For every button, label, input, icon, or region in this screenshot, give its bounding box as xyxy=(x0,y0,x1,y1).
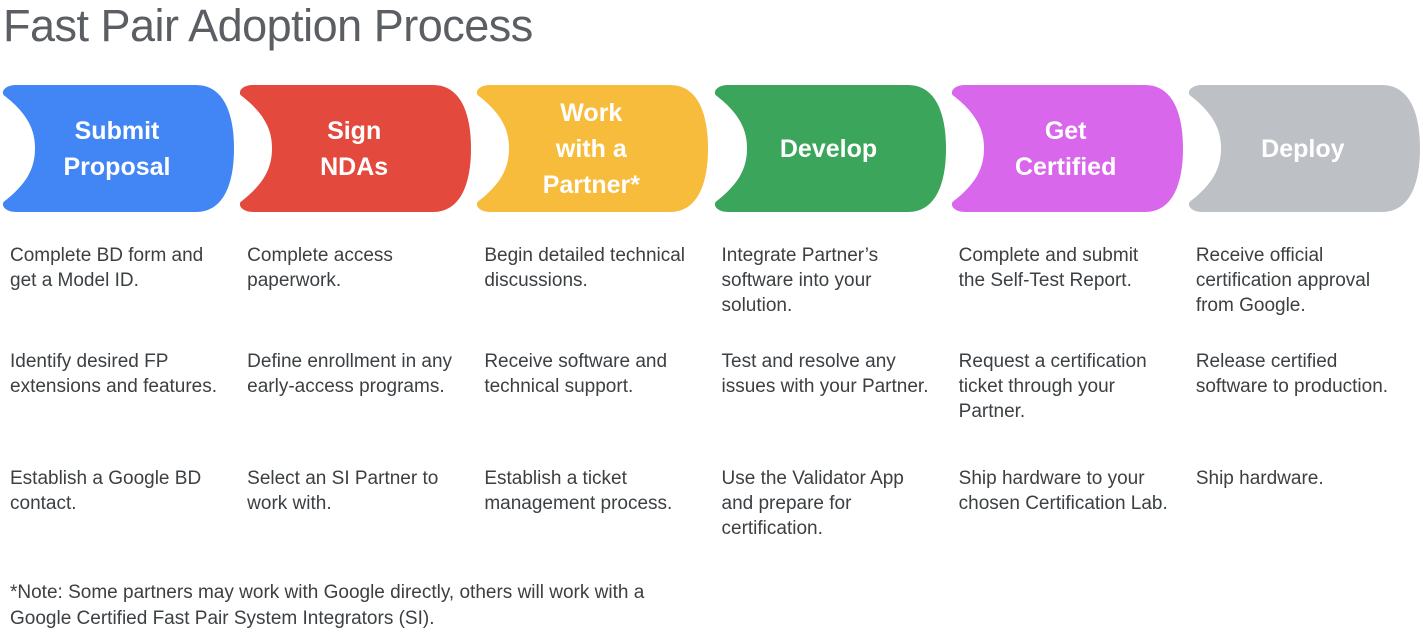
stage-arrow-shape xyxy=(2,85,234,212)
stage-arrow-shape xyxy=(951,85,1183,212)
stage-item-submit-proposal-3: Establish a Google BD contact. xyxy=(10,468,202,514)
stage-item-sign-ndas-3: Select an SI Partner to work with. xyxy=(247,468,439,514)
stage-label: Sign NDAs xyxy=(320,116,389,181)
stage-item-deploy-2: Release certified software to production… xyxy=(1195,351,1389,397)
stage-item-deploy-3: Ship hardware. xyxy=(1195,468,1324,489)
stage-arrow-path xyxy=(951,85,1183,212)
stage-label: Work with a Partner* xyxy=(542,98,640,199)
stage-arrow-path xyxy=(1188,85,1420,212)
stage-label: Submit Proposal xyxy=(63,116,171,181)
process-stage-band: Submit Proposal Sign NDAs Work with a Pa… xyxy=(0,85,1423,212)
stage-item-submit-proposal-2: Identify desired FP extensions and featu… xyxy=(10,351,218,397)
stage-item-work-with-partner-1: Begin detailed technical discussions. xyxy=(484,245,686,291)
stage-develop: Develop xyxy=(712,85,949,212)
stage-arrow-path xyxy=(240,85,472,212)
stage-submit-proposal: Submit Proposal xyxy=(0,85,237,212)
stage-item-get-certified-2: Request a certification ticket through y… xyxy=(958,351,1147,422)
stage-item-submit-proposal-1: Complete BD form and get a Model ID. xyxy=(10,245,204,291)
stage-item-get-certified-1: Complete and submit the Self-Test Report… xyxy=(958,245,1139,291)
stage-item-work-with-partner-2: Receive software and technical support. xyxy=(484,351,668,397)
stage-arrow-path xyxy=(2,85,234,212)
stage-label: Develop xyxy=(779,134,878,163)
stage-item-develop-2: Test and resolve any issues with your Pa… xyxy=(721,351,929,397)
stage-label: Get Certified xyxy=(1014,116,1117,181)
stage-arrow-path xyxy=(477,85,709,212)
stage-arrow-shape xyxy=(477,85,709,212)
stage-get-certified: Get Certified xyxy=(949,85,1186,212)
stage-label: Deploy xyxy=(1261,134,1345,163)
stage-sign-ndas: Sign NDAs xyxy=(237,85,474,212)
stage-arrow-shape xyxy=(240,85,472,212)
stage-arrow-shape xyxy=(1188,85,1420,212)
stage-arrow-shape xyxy=(714,85,946,212)
process-steps-grid: Complete BD form and get a Model ID. Com… xyxy=(0,243,1423,578)
stage-item-deploy-1: Receive official certification approval … xyxy=(1195,245,1371,316)
stage-item-sign-ndas-2: Define enrollment in any early-access pr… xyxy=(247,351,453,397)
stage-arrow-path xyxy=(714,85,946,212)
stage-deploy: Deploy xyxy=(1186,85,1423,212)
stage-work-with-partner: Work with a Partner* xyxy=(474,85,711,212)
stage-item-develop-3: Use the Validator App and prepare for ce… xyxy=(721,468,904,539)
stage-item-get-certified-3: Ship hardware to your chosen Certificati… xyxy=(958,468,1168,514)
stage-item-sign-ndas-1: Complete access paperwork. xyxy=(247,245,393,291)
stage-item-develop-1: Integrate Partner’s software into your s… xyxy=(721,245,879,316)
footnote: *Note: Some partners may work with Googl… xyxy=(10,582,645,629)
page-title: Fast Pair Adoption Process xyxy=(3,0,533,51)
stage-item-work-with-partner-3: Establish a ticket management process. xyxy=(484,468,673,514)
